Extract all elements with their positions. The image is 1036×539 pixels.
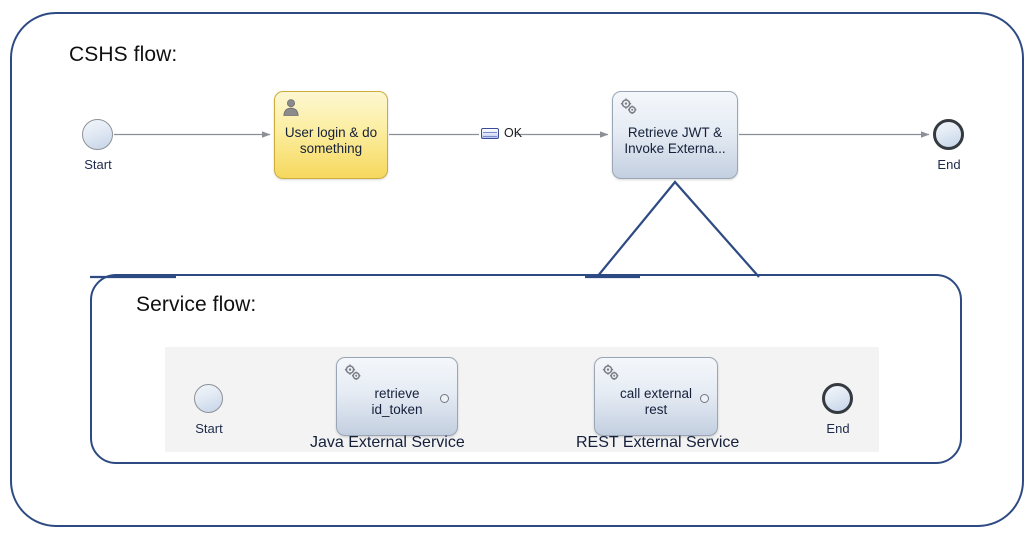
main-start-event-label: Start — [84, 157, 112, 172]
message-flow-label: OK — [504, 126, 523, 140]
service-start-event-label: Start — [195, 421, 223, 436]
call-external-rest-task-node[interactable]: call external rest — [594, 357, 718, 436]
output-port[interactable] — [700, 393, 709, 403]
main-start-event[interactable] — [82, 119, 113, 150]
message-envelope-icon — [481, 127, 499, 139]
call-external-rest-task-label: call external rest — [619, 385, 693, 417]
service-start-event[interactable] — [194, 384, 223, 413]
main-end-event[interactable] — [933, 119, 964, 150]
service-task-label: Retrieve JWT & Invoke Externa... — [624, 125, 726, 156]
retrieve-id-token-task-label: retrieve id_token — [371, 385, 423, 417]
java-external-service-annotation: Java External Service — [310, 434, 465, 451]
user-task-node[interactable]: User login & do something — [274, 91, 388, 179]
service-end-event-label: End — [826, 421, 850, 436]
output-port[interactable] — [440, 393, 449, 403]
service-task-node[interactable]: Retrieve JWT & Invoke Externa... — [612, 91, 738, 179]
main-end-event-label: End — [937, 157, 961, 172]
cshs-flow-panel — [10, 12, 1024, 527]
service-end-event[interactable] — [822, 383, 853, 414]
service-flow-title: Service flow: — [136, 293, 257, 316]
user-task-label: User login & do something — [284, 125, 378, 156]
cogs-icon — [601, 363, 621, 383]
cogs-icon — [343, 363, 363, 383]
cshs-flow-title: CSHS flow: — [69, 43, 178, 66]
user-icon — [281, 97, 301, 117]
retrieve-id-token-task-node[interactable]: retrieve id_token — [336, 357, 458, 436]
service-flow-lane — [165, 347, 879, 452]
cogs-icon — [619, 97, 639, 117]
service-flow-panel — [90, 274, 962, 464]
message-flow-marker[interactable]: OK — [481, 126, 522, 140]
rest-external-service-annotation: REST External Service — [576, 434, 740, 451]
